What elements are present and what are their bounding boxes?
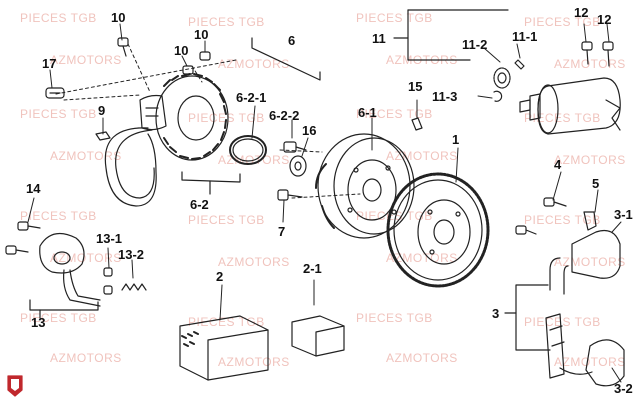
watermark-text: PIECES TGB — [20, 107, 97, 121]
watermark-text: PIECES TGB — [20, 311, 97, 325]
screw-12-left — [581, 41, 593, 65]
callout-10: 10 — [194, 27, 209, 42]
stator-coil — [95, 73, 229, 207]
screw-10-right — [199, 51, 211, 61]
group-bracket-6 — [251, 37, 321, 81]
callout-12: 12 — [597, 12, 612, 27]
watermark-text: AZMOTORS — [554, 57, 626, 71]
watermark-text: AZMOTORS — [218, 57, 290, 71]
screw-10-mid — [182, 65, 194, 75]
watermark-text: PIECES TGB — [356, 11, 433, 25]
callout-11-3: 11-3 — [432, 89, 458, 104]
screw-10-left — [117, 37, 129, 57]
callout-11-2: 11-2 — [462, 37, 488, 52]
clip-11-3 — [493, 90, 503, 102]
callout-6-1: 6-1 — [358, 105, 377, 120]
callout-6: 6 — [288, 33, 296, 48]
bolt-7 — [277, 189, 303, 201]
callout-2: 2 — [216, 269, 224, 284]
callout-16: 16 — [302, 123, 317, 138]
watermark-text: PIECES TGB — [188, 111, 265, 125]
callout-5: 5 — [592, 176, 600, 191]
watermark-text: AZMOTORS — [386, 351, 458, 365]
watermark-text: AZMOTORS — [50, 351, 122, 365]
callout-15: 15 — [408, 79, 423, 94]
watermark-text: PIECES TGB — [20, 11, 97, 25]
callout-3-1: 3-1 — [614, 207, 633, 222]
callout-6-2-2: 6-2-2 — [269, 108, 300, 123]
watermark-text: PIECES TGB — [524, 15, 601, 29]
pickup-sensor-13 — [39, 232, 101, 307]
watermark-text: AZMOTORS — [50, 251, 122, 265]
callout-6-2-1: 6-2-1 — [236, 90, 267, 105]
callout-13: 13 — [31, 315, 46, 330]
callout-9: 9 — [98, 103, 106, 118]
callout-3: 3 — [492, 306, 500, 321]
watermark-text: PIECES TGB — [524, 213, 601, 227]
cover-2-1 — [291, 315, 345, 357]
callout-13-1: 13-1 — [96, 231, 123, 246]
screw-4b — [515, 225, 537, 235]
starter-gear-1 — [386, 172, 490, 288]
watermark-text: AZMOTORS — [218, 255, 290, 269]
screw-4 — [543, 197, 567, 207]
callout-11-1: 11-1 — [512, 29, 538, 44]
grommet-17 — [45, 87, 65, 99]
screw-14 — [17, 221, 41, 231]
brand-logo — [7, 375, 23, 397]
watermark-text: AZMOTORS — [50, 149, 122, 163]
callout-4: 4 — [554, 157, 562, 172]
watermark-text: PIECES TGB — [524, 111, 601, 125]
starter-motor — [519, 77, 621, 135]
callout-13-2: 13-2 — [118, 247, 145, 262]
watermark-text: PIECES TGB — [356, 209, 433, 223]
watermark-text: AZMOTORS — [554, 153, 626, 167]
callout-3-2: 3-2 — [614, 381, 633, 396]
watermark-text: PIECES TGB — [188, 213, 265, 227]
callout-2-1: 2-1 — [303, 261, 322, 276]
callout-7: 7 — [278, 224, 286, 239]
gear-11-2 — [493, 67, 511, 89]
key-15 — [411, 117, 423, 131]
callout-10: 10 — [174, 43, 189, 58]
regulator-2 — [179, 315, 269, 381]
watermark-text: PIECES TGB — [20, 209, 97, 223]
watermark-text: AZMOTORS — [218, 355, 290, 369]
callout-11: 11 — [372, 31, 386, 46]
watermark-text: AZMOTORS — [50, 53, 122, 67]
callout-14: 14 — [26, 181, 41, 196]
callout-12: 12 — [574, 5, 589, 20]
clip-5 — [583, 211, 597, 231]
screw-12-right — [602, 41, 614, 67]
callout-10: 10 — [111, 10, 126, 25]
part-13-1 — [103, 267, 113, 295]
watermark-text: PIECES TGB — [356, 107, 433, 121]
group-bracket-11 — [393, 9, 509, 61]
callout-6-2: 6-2 — [190, 197, 209, 212]
leader-lines — [27, 23, 622, 383]
flywheel-6-1 — [315, 133, 415, 239]
callout-1: 1 — [452, 132, 460, 147]
watermark-text: PIECES TGB — [524, 315, 601, 329]
ignition-coil-3-1 — [549, 229, 621, 295]
callout-17: 17 — [42, 56, 57, 71]
washer-16 — [289, 155, 307, 177]
group-bracket-6-2 — [181, 171, 241, 195]
watermark-text: PIECES TGB — [356, 311, 433, 325]
spring-13-2 — [121, 283, 147, 291]
pin-11-1 — [514, 59, 525, 70]
watermark-text: AZMOTORS — [554, 355, 626, 369]
screw-14b — [5, 245, 29, 255]
ring-6-2-1 — [229, 135, 267, 165]
spark-cap-3-2 — [545, 313, 625, 387]
group-bracket-3 — [504, 284, 551, 351]
watermark-text: PIECES TGB — [188, 15, 265, 29]
bolt-6-2-2 — [283, 141, 307, 153]
